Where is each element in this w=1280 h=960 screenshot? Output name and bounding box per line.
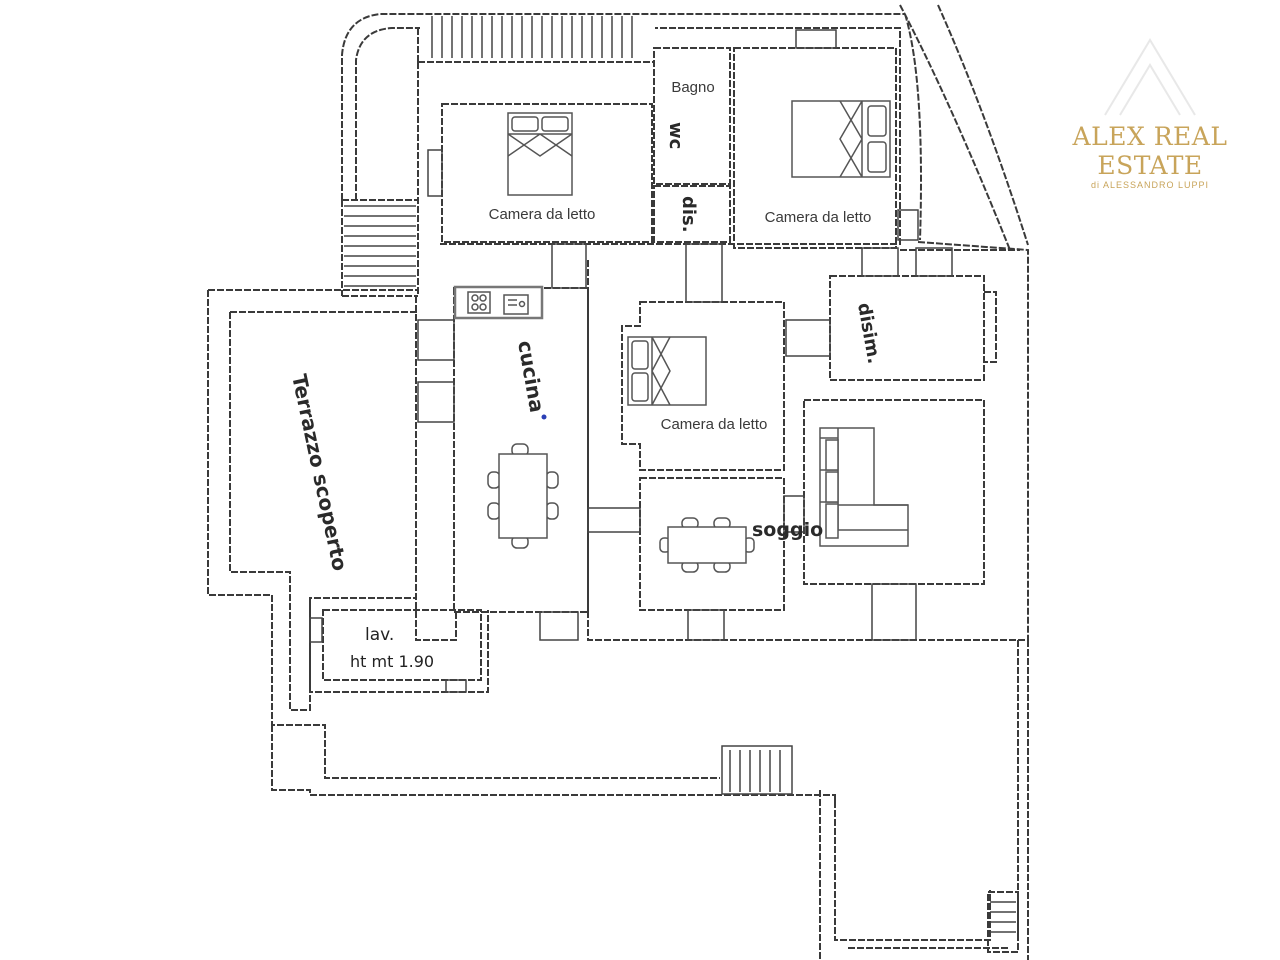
stair-top (431, 16, 633, 58)
label-disim: disim. (853, 301, 884, 365)
stair-left (344, 205, 416, 287)
label-kitchen: cucina (513, 339, 549, 415)
stairs (344, 16, 1016, 933)
furniture (453, 100, 909, 573)
dining-table (659, 517, 755, 573)
wall-dis (653, 185, 731, 243)
double-bed-1 (507, 112, 573, 196)
wall-disim-side (984, 291, 997, 363)
wall-bath (653, 47, 731, 185)
label-laundry-height: ht mt 1.90 (350, 652, 434, 671)
double-bed-2 (791, 100, 891, 178)
label-bedroom-2: Camera da letto (765, 209, 872, 226)
stair-bottom-right (990, 901, 1016, 933)
wall-lower-inner (819, 790, 1010, 960)
label-bedroom-1: Camera da letto (489, 206, 596, 223)
label-bedroom-3: Camera da letto (661, 416, 768, 433)
walls (207, 4, 1029, 960)
wall-dining (639, 477, 785, 611)
wall-bedroom-3 (621, 301, 785, 471)
wall-north-right (917, 241, 1029, 640)
kitchen-table (487, 443, 559, 549)
label-laundry: lav. (365, 625, 394, 645)
wall-outer-upper (440, 27, 1020, 251)
stair-bottom (721, 745, 793, 795)
kitchen-counter (453, 285, 544, 320)
brand-logo: ALEX REAL ESTATE di ALESSANDRO LUPPI (1034, 122, 1266, 190)
wall-lower-outer (271, 640, 1029, 960)
wall-top (417, 28, 655, 295)
logo-mark (1104, 38, 1196, 116)
wall-top-left-curve (341, 13, 905, 200)
wall-stair-bottom-right (987, 891, 1019, 953)
label-terrace: Terrazzo scoperto (287, 372, 352, 573)
label-dis: dis. (678, 196, 699, 233)
double-bed-3 (627, 336, 707, 406)
wall-right-diagonal (899, 4, 1029, 251)
brand-name: ALEX REAL ESTATE (1072, 122, 1228, 180)
wall-top-left-inner (355, 27, 420, 200)
openings (309, 29, 953, 693)
wall-kitchen-outer (415, 260, 1028, 641)
label-bathroom: Bagno (671, 79, 714, 96)
brand-subtitle: di ALESSANDRO LUPPI (1090, 180, 1210, 190)
l-sofa (819, 427, 909, 547)
wall-laundry-outer (309, 598, 489, 693)
wall-left-stair (341, 199, 418, 297)
marker-dot (541, 414, 547, 420)
label-wc: wc (665, 122, 686, 149)
label-living: soggio (752, 519, 823, 541)
wall-disim (829, 275, 985, 381)
wall-laundry (322, 609, 482, 681)
